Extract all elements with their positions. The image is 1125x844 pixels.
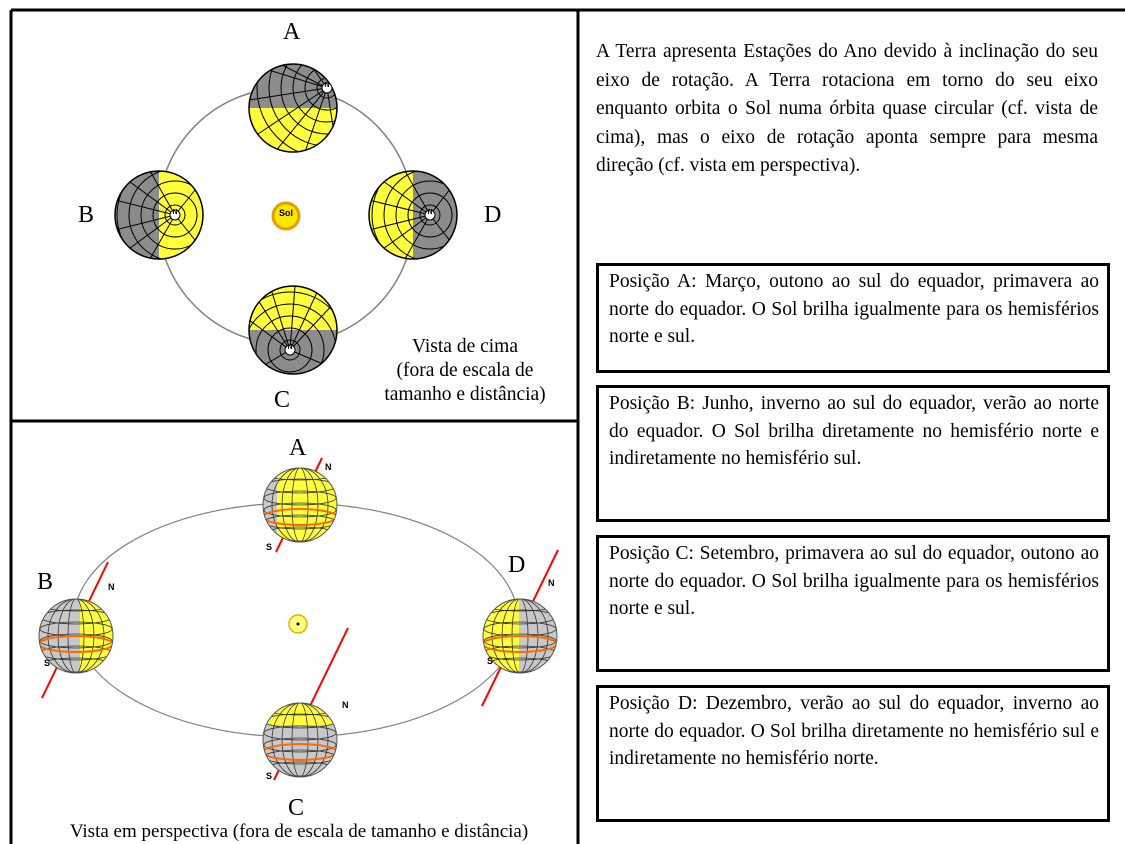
north-label-b-persp: N <box>108 582 115 592</box>
south-label-b-persp: S <box>44 658 51 668</box>
label-b-perspective: B <box>37 569 54 595</box>
position-c-box: Posição C: Setembro, primavera ao sul do… <box>596 535 1110 672</box>
position-a-text: Posição A: Março, outono ao sul do equad… <box>609 271 1099 347</box>
top-view-caption: Vista de cima (fora de escala de tamanho… <box>352 335 578 407</box>
north-label-d-top: N <box>427 209 433 216</box>
sun-label: Sol <box>278 208 293 218</box>
label-c-perspective: C <box>288 795 305 821</box>
position-b-text: Posição B: Junho, inverno ao sul do equa… <box>609 393 1099 469</box>
label-a-top: A <box>283 19 301 45</box>
position-b-box: Posição B: Junho, inverno ao sul do equa… <box>596 385 1110 522</box>
north-label-c-top: N <box>287 344 293 351</box>
position-a-box: Posição A: Março, outono ao sul do equad… <box>596 263 1110 373</box>
south-label-a-persp: S <box>266 542 273 552</box>
label-c-top: C <box>274 387 291 413</box>
north-label-a-top: N <box>324 82 330 89</box>
globe-d-perspective <box>481 549 559 707</box>
north-label-c-persp: N <box>342 700 349 710</box>
top-caption-line-2: (fora de escala de <box>396 360 534 381</box>
label-d-perspective: D <box>508 552 526 578</box>
globe-b-perspective <box>38 561 114 699</box>
sun-top <box>271 201 301 231</box>
label-d-top: D <box>484 202 502 228</box>
perspective-caption: Vista em perspectiva (fora de escala de … <box>69 821 529 842</box>
position-d-box: Posição D: Dezembro, verão ao sul do equ… <box>596 685 1110 822</box>
position-d-text: Posição D: Dezembro, verão ao sul do equ… <box>609 693 1099 769</box>
label-b-top: B <box>78 202 95 228</box>
position-c-text: Posição C: Setembro, primavera ao sul do… <box>609 543 1099 619</box>
description-text: A Terra apresenta Estações do Ano devido… <box>596 41 1098 176</box>
north-label-a-persp: N <box>325 462 332 472</box>
south-label-c-persp: S <box>266 771 273 781</box>
north-label-b-top: N <box>172 209 178 216</box>
label-a-perspective: A <box>289 435 307 461</box>
top-caption-line-3: tamanho e distância) <box>384 384 546 405</box>
south-label-d-persp: S <box>487 656 494 666</box>
top-caption-line-1: Vista de cima <box>411 336 519 357</box>
north-label-d-persp: N <box>548 578 555 588</box>
globe-a-perspective <box>262 457 338 553</box>
globe-c-perspective <box>262 627 349 781</box>
